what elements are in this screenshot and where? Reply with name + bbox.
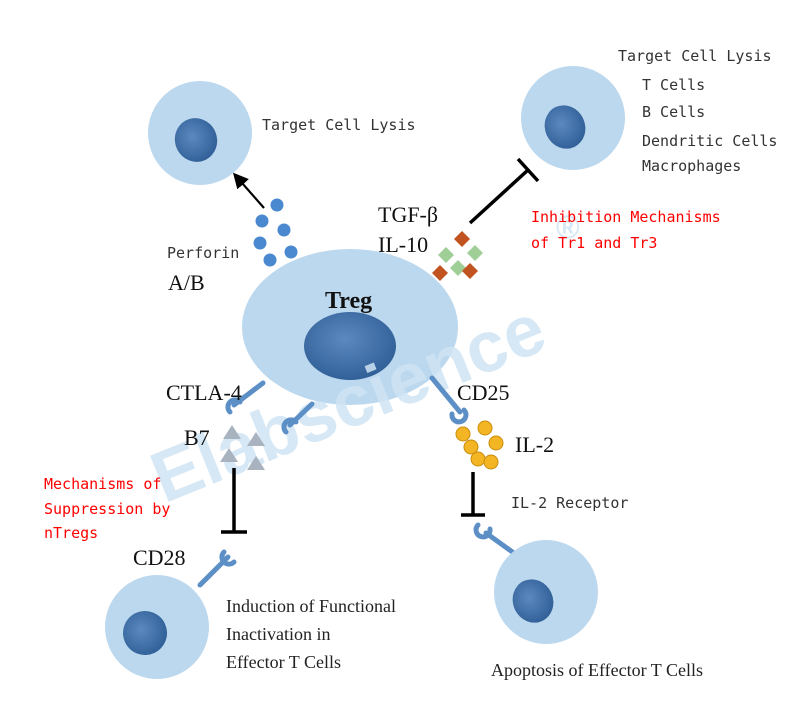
treg-label: Treg bbox=[325, 288, 372, 314]
il2-dots bbox=[455, 420, 504, 470]
cd28-label: CD28 bbox=[133, 545, 186, 570]
b7-triangles bbox=[220, 425, 265, 470]
ntreg-mechanisms-line2: Suppression by bbox=[44, 500, 170, 518]
apoptosis-label: Apoptosis of Effector T Cells bbox=[491, 660, 703, 680]
ctla4-label: CTLA-4 bbox=[166, 380, 242, 405]
cytokine-diamonds bbox=[432, 231, 483, 281]
tr-inhibition-bar bbox=[468, 157, 540, 225]
tr-mechanisms-line2: of Tr1 and Tr3 bbox=[531, 234, 657, 252]
il10-label: IL-10 bbox=[378, 232, 428, 257]
perforin-label: Perforin bbox=[167, 244, 239, 262]
il2-receptor-label: IL-2 Receptor bbox=[511, 494, 628, 512]
il2-inhibition-bar bbox=[461, 472, 485, 517]
induction-line3: Effector T Cells bbox=[226, 652, 341, 672]
green-diamond bbox=[467, 245, 483, 261]
lysis-item-dendritic-cells: Dendritic Cells bbox=[642, 132, 777, 150]
cd28-inhibition-bar bbox=[221, 468, 247, 534]
orange-diamond bbox=[454, 231, 470, 247]
induction-line1: Induction of Functional bbox=[226, 596, 396, 616]
tgf-beta-label: TGF-β bbox=[378, 202, 438, 227]
induction-line2: Inactivation in bbox=[226, 624, 330, 644]
lysis-item-t-cells: T Cells bbox=[642, 76, 705, 94]
lysis-item-b-cells: B Cells bbox=[642, 103, 705, 121]
il2-label: IL-2 bbox=[515, 432, 554, 457]
ntreg-mechanisms-line1: Mechanisms of bbox=[44, 475, 161, 493]
lysis-item-macrophages: Macrophages bbox=[642, 157, 741, 175]
effector-cell-bottom-right bbox=[494, 540, 598, 644]
b7-label: B7 bbox=[184, 425, 210, 450]
il2-receptor bbox=[473, 522, 521, 559]
perforin-ab-label: A/B bbox=[168, 270, 205, 295]
target-cell-top-left bbox=[148, 81, 252, 185]
green-diamond bbox=[438, 247, 454, 263]
ctla4-receptor bbox=[225, 380, 266, 415]
cd28-receptor bbox=[197, 549, 237, 588]
watermark-registered-mark: ® bbox=[556, 209, 580, 245]
target-cell-top-right bbox=[521, 66, 625, 170]
cd25-label: CD25 bbox=[457, 380, 510, 405]
effector-cell-bottom-left bbox=[105, 575, 209, 679]
tr-mechanisms-line1: Inhibition Mechanisms bbox=[531, 208, 721, 226]
green-diamond bbox=[450, 260, 466, 276]
cd25-receptor bbox=[429, 375, 469, 425]
orange-diamond bbox=[432, 265, 448, 281]
lysis-top-left-label: Target Cell Lysis bbox=[262, 116, 416, 134]
ntreg-mechanisms-line3: nTregs bbox=[44, 524, 98, 542]
perforin-arrow bbox=[232, 172, 265, 209]
secondary-receptor bbox=[281, 401, 315, 435]
treg-cell bbox=[242, 249, 458, 405]
orange-diamond bbox=[462, 263, 478, 279]
lysis-top-right-title: Target Cell Lysis bbox=[618, 47, 772, 65]
perforin-dots bbox=[253, 198, 298, 267]
